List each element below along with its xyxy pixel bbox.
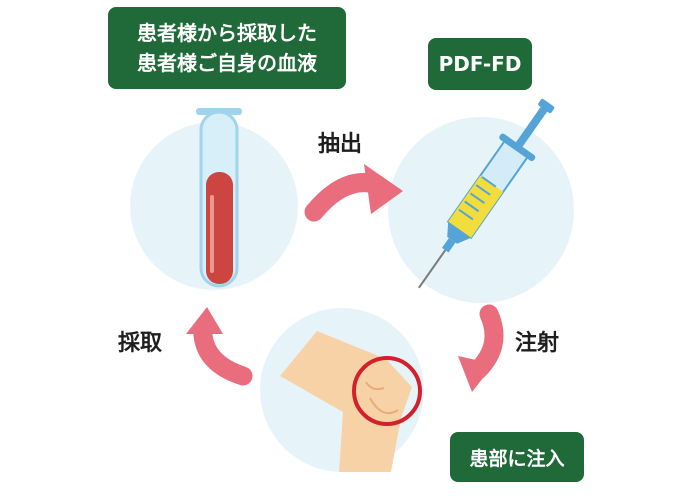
arrow-extract [304, 164, 403, 222]
step-inject-label: 注射 [515, 331, 560, 356]
knee-joint-icon [280, 331, 412, 472]
blood-source-label-line1: 患者様から採取した [137, 21, 317, 45]
blood-sample-tube-icon [196, 108, 242, 288]
blood-source-label-line2: 患者様ご自身の血液 [137, 51, 317, 75]
blood-source-label: 患者様から採取した 患者様ご自身の血液 [108, 7, 346, 89]
arrow-collect [186, 307, 253, 386]
injection-site-label: 患部に注入 [450, 432, 584, 482]
affected-area-circle-icon [352, 356, 422, 426]
syringe-icon [418, 98, 555, 289]
step-extract-label: 抽出 [318, 132, 363, 157]
product-label: PDF-FD [428, 38, 532, 90]
step-collect-label: 採取 [118, 331, 163, 356]
arrow-inject [458, 304, 504, 392]
